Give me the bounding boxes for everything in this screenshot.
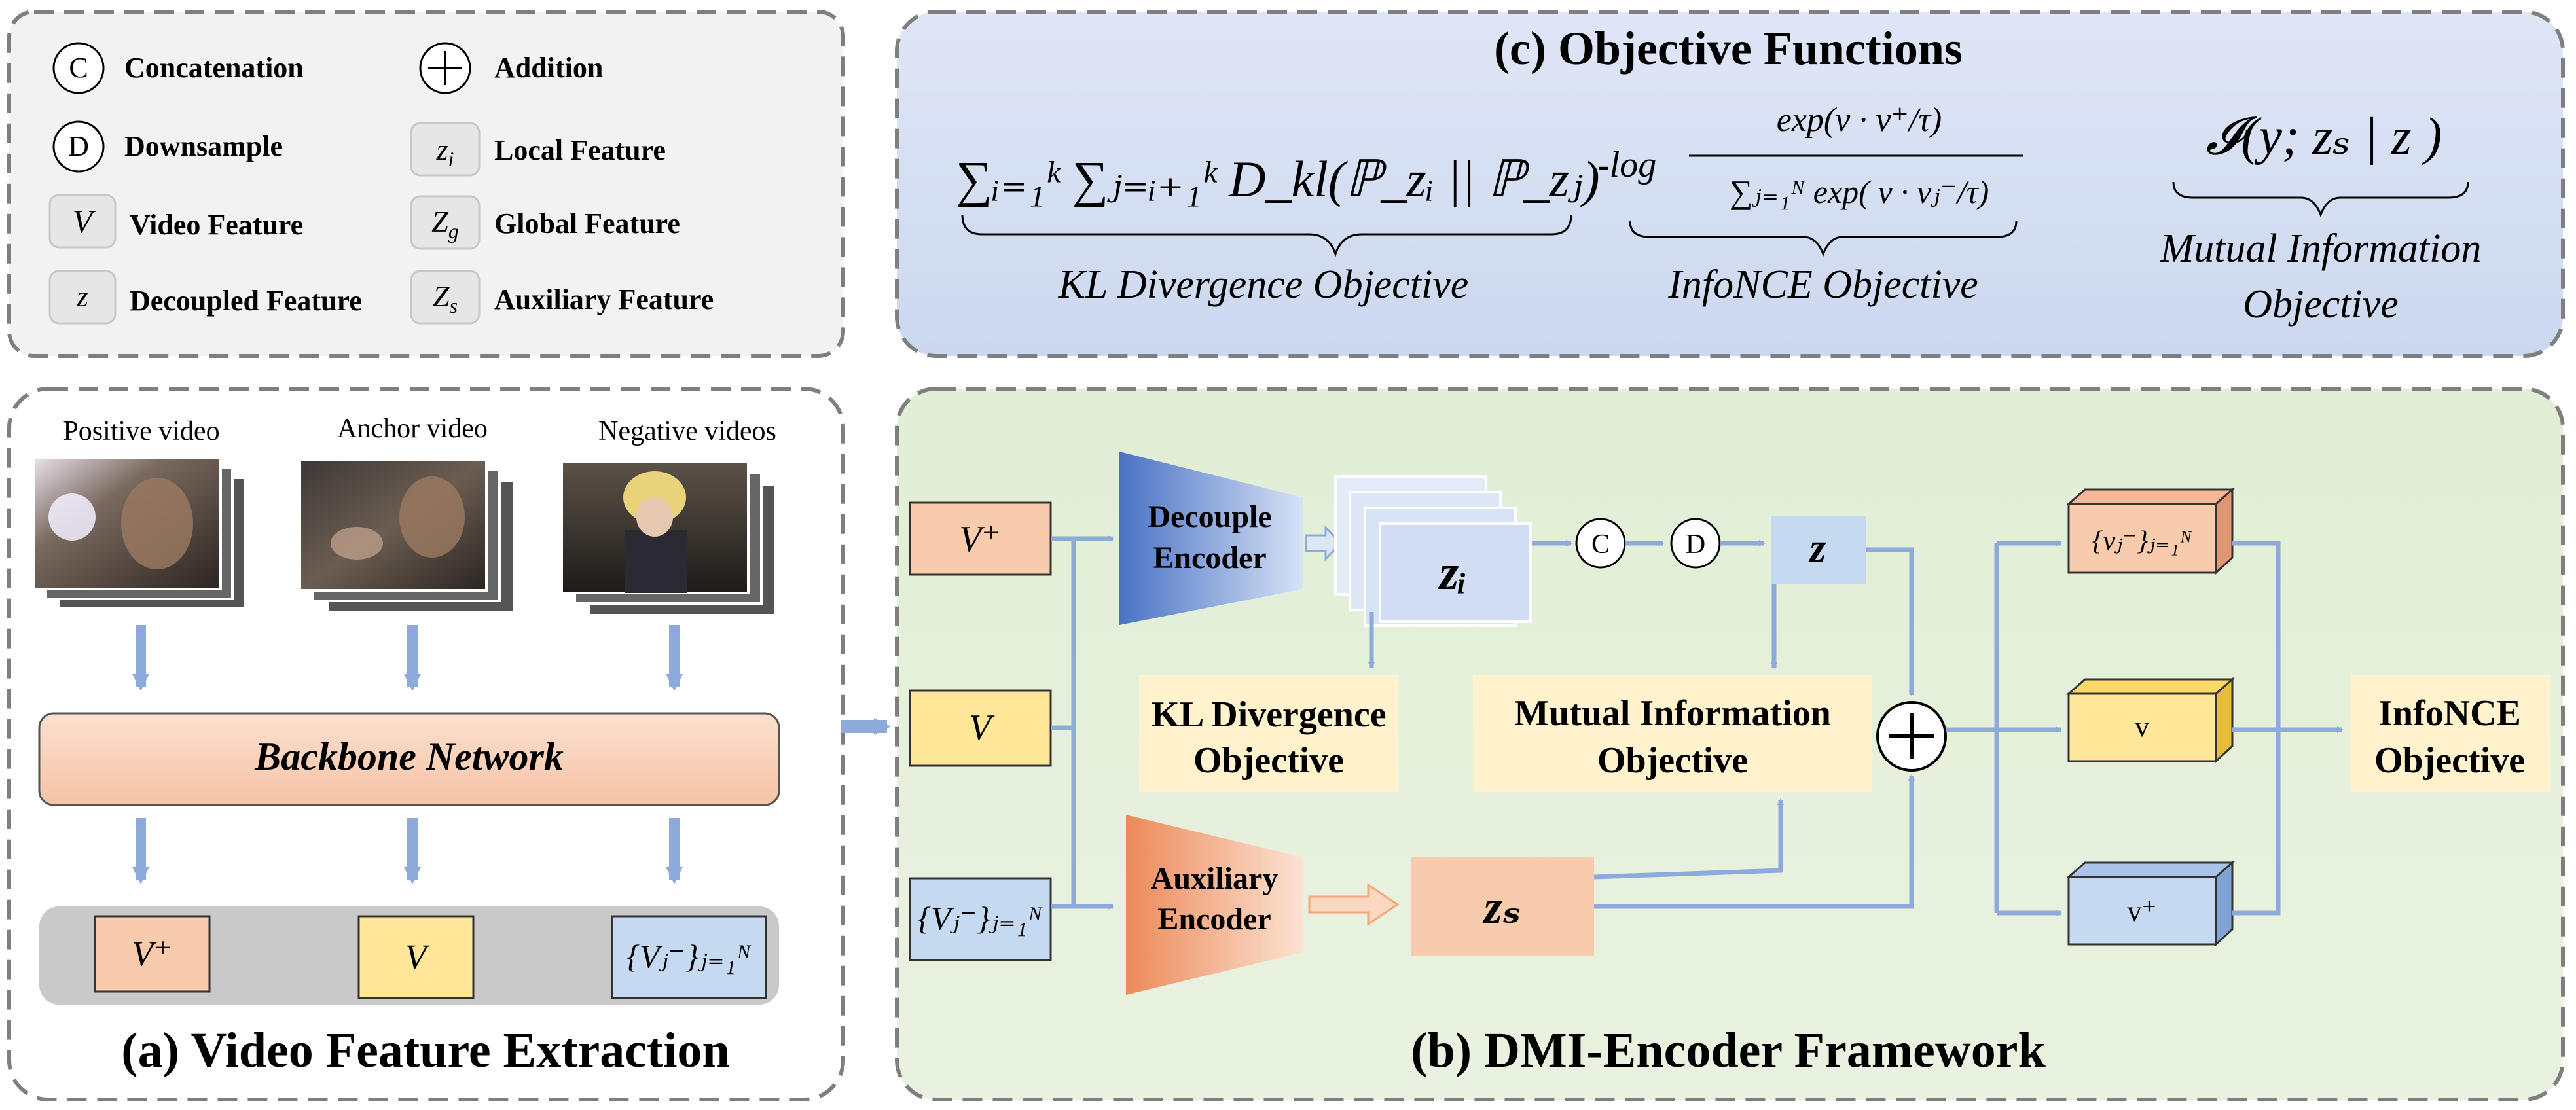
infonce-brace-icon [1629,221,2018,257]
output-anchor-box [357,915,475,999]
input-anchor-box [909,689,1052,767]
video-feature-label: Video Feature [130,209,303,241]
input-positive-label: V⁺ [959,519,1001,560]
concat-label: Concatenation [124,52,304,84]
decouple-encoder-shape [1119,452,1303,625]
auxiliary-to-zs-arrow-icon [1308,883,1400,926]
downsample-node-label: D [1686,529,1705,560]
mi-objective-line1: Mutual Information [1514,693,1831,734]
cube-negative-label: {vⱼ⁻}ⱼ₌₁ᴺ [2092,526,2192,556]
input-negative-label: {Vⱼ⁻}ⱼ₌₁ᴺ [918,900,1043,937]
legend-item-addition: Addition [419,42,603,94]
mi-formula: 𝓘(y; zₛ | z ) [2206,108,2442,166]
legend-item-global-feature: Zg Global Feature [410,195,680,250]
mi-brace-icon [2172,181,2469,218]
downsample-symbol-icon [52,120,105,173]
auxiliary-encoder-shape [1126,815,1303,995]
infonce-denominator: ∑ⱼ₌₁ᴺ exp( v · vⱼ⁻/τ) [1730,173,1989,210]
infonce-prefix: -log [1597,145,1656,185]
kl-objective-box [1139,675,1398,792]
zi-feature-stack: zᵢ [1334,475,1532,627]
downsample-symbol: D [68,130,89,162]
infonce-objective-box [2350,675,2550,792]
decouple-encoder-line2: Encoder [1153,541,1266,575]
decouple-to-zi-arrow-icon [1305,525,1343,562]
mi-objective-label-line2: Objective [2243,282,2399,327]
z-label: z [1809,524,1826,571]
legend-item-auxiliary-feature: Zs Auxiliary Feature [410,270,714,325]
kl-formula: ∑ᵢ₌₁ᵏ ∑ⱼ₌ᵢ₊₁ᵏ D_kl(ℙ_zᵢ || ℙ_zⱼ) [956,151,1600,207]
cube-anchor: v [2066,677,2235,764]
zs-connector-lines [1593,547,1915,909]
anchor-video-label: Anchor video [337,414,488,444]
legend-panel: C Concatenation D Downsample V Video Fea… [7,10,845,358]
legend-item-concatenation: C Concatenation [52,42,304,94]
decoupled-feature-label: Decoupled Feature [130,285,362,317]
zi-label: zᵢ [1438,545,1467,600]
mi-objective-box [1473,675,1872,792]
decoupled-feature-symbol: z [76,279,88,313]
downsample-label: Downsample [124,130,283,162]
legend-item-video-feature: V Video Feature [48,194,303,249]
backbone-network-label: Backbone Network [254,735,564,778]
positive-video-label: Positive video [63,416,219,446]
negative-video-thumbnail [560,461,777,617]
auxiliary-feature-symbol-icon: Zs [433,279,458,317]
concat-node-label: C [1591,529,1610,560]
cube-positive-label: v⁺ [2127,895,2156,927]
kl-objective-line2: Objective [1193,740,1344,781]
cubes-connector-lines [2232,541,2344,916]
kl-objective-line1: KL Divergence [1151,694,1386,735]
z-box [1771,516,1866,584]
input-anchor-label: V [969,707,995,748]
output-positive-box [94,915,211,993]
infonce-numerator: exp(v · v⁺/τ) [1777,101,1942,139]
legend-item-local-feature: zi Local Feature [410,122,666,177]
down-arrows-to-backbone [132,625,683,691]
auxiliary-encoder-line2: Encoder [1157,902,1271,937]
zs-box [1411,857,1594,956]
infonce-objective-line2: Objective [2374,740,2525,781]
objectives-panel: (c) Objective Functions ∑ᵢ₌₁ᵏ ∑ⱼ₌ᵢ₊₁ᵏ D_… [895,10,2565,358]
mi-objective-label-line1: Mutual Information [2160,226,2482,271]
legend-item-downsample: D Downsample [52,120,283,173]
output-negative-box [611,915,767,999]
output-anchor-label: V [405,937,431,976]
output-positive-label: V⁺ [132,934,172,973]
decouple-encoder-line1: Decouple [1148,499,1271,534]
mi-objective-line2: Objective [1597,740,1748,781]
zs-label: zₛ [1482,881,1521,933]
backbone-network-box [38,712,780,806]
cube-negative: {vⱼ⁻}ⱼ₌₁ᴺ [2066,487,2235,575]
addition-label: Addition [494,52,603,84]
local-feature-label: Local Feature [494,134,666,166]
kl-brace-icon [961,214,1572,257]
framework-title: (b) DMI-Encoder Framework [1411,1023,2046,1078]
infonce-objective-label: InfoNCE Objective [1667,262,1978,307]
anchor-video-thumbnail [299,458,515,613]
auxiliary-encoder-line1: Auxiliary [1151,861,1279,896]
extraction-panel: Positive video Anchor video Negative vid… [7,387,845,1101]
concat-symbol-icon [52,42,105,94]
auxiliary-feature-label: Auxiliary Feature [494,283,714,315]
video-feature-symbol: V [73,203,96,240]
global-feature-label: Global Feature [494,207,680,240]
legend-item-decoupled-feature: z Decoupled Feature [48,270,362,325]
positive-video-thumbnail [33,457,247,610]
cube-positive: v⁺ [2066,860,2235,947]
output-negative-label: {Vⱼ⁻}ⱼ₌₁ᴺ [626,938,752,975]
infonce-objective-line1: InfoNCE [2378,693,2521,734]
concat-symbol: C [69,52,88,84]
framework-panel: V⁺ V {Vⱼ⁻}ⱼ₌₁ᴺ Decouple Encoder zᵢ [895,387,2565,1101]
input-connector-lines [1051,535,1114,910]
negative-videos-label: Negative videos [598,416,776,446]
cube-anchor-label: v [2135,711,2149,743]
extraction-title: (a) Video Feature Extraction [121,1023,729,1078]
input-negative-box [909,877,1052,961]
split-connector-lines [1946,540,2062,916]
kl-objective-label: KL Divergence Objective [1058,262,1469,307]
objectives-title: (c) Objective Functions [1494,22,1963,75]
down-arrows-to-outputs [132,818,683,884]
